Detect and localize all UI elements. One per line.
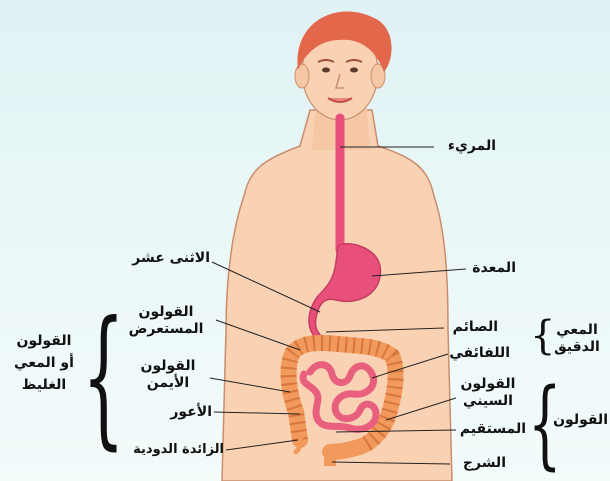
label-stomach: المعدة [468,260,516,277]
label-ileum: اللفائفي [448,345,510,362]
left-ear [295,64,309,88]
label-transverse-colon-line1: القولون [118,304,214,321]
label-appendix: الزائدة الدودية [108,441,224,458]
label-transverse-colon: القولون المستعرض [118,304,214,338]
brace-large-intestine: { [82,302,125,452]
label-sigmoid-colon-line1: القولون [456,376,520,393]
label-large-intestine-line1: القولون [6,330,82,352]
label-small-intestine-line2: الدقيق [548,339,606,356]
label-ascending-colon-line1: القولون [128,358,208,375]
label-ascending-colon-line2: الأيمن [128,375,208,392]
label-large-intestine: القولون أو المعي الغليظ [6,330,82,396]
label-jejunum: الصائم [446,319,498,336]
label-transverse-colon-line2: المستعرض [118,321,214,338]
label-cecum: الأعور [144,404,212,421]
right-eye [350,68,358,73]
label-rectum: المستقيم [456,421,526,438]
label-duodenum: الاثنى عشر [112,250,210,267]
label-anus: الشرج [452,455,506,472]
label-sigmoid-colon: القولون السيني [456,376,520,410]
left-eye [322,68,330,73]
label-colon-group: القولون [548,412,608,429]
label-large-intestine-line2: أو المعي [6,352,82,374]
label-small-intestine-line1: المعي [548,322,606,339]
label-ascending-colon: القولون الأيمن [128,358,208,392]
label-small-intestine: المعي الدقيق [548,322,606,356]
label-large-intestine-line3: الغليظ [6,374,82,396]
label-esophagus: المريء [436,138,496,155]
label-sigmoid-colon-line2: السيني [456,393,520,410]
